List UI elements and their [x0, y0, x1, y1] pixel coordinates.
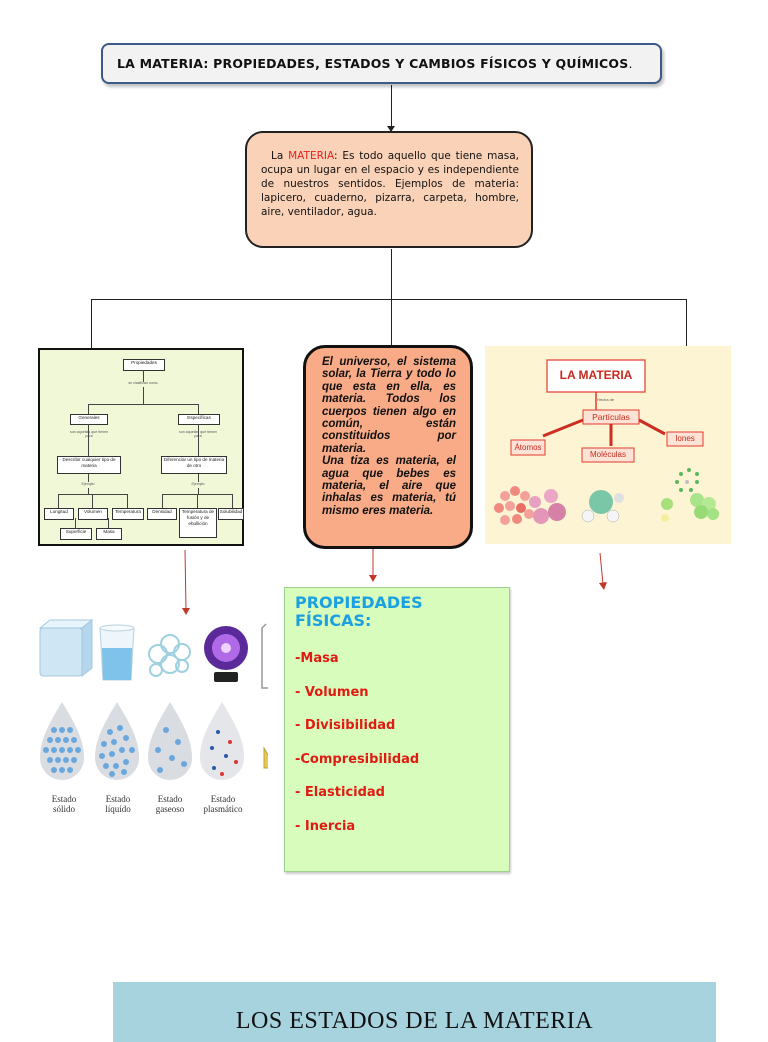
prop-general-sub: son aquellas que tienen para — [70, 430, 108, 438]
gas-drop-icon — [148, 702, 192, 780]
prop-specific-node: Específicas — [178, 414, 220, 425]
prop-example-right: Ejemplo — [191, 482, 205, 486]
flask-partial-icon — [261, 623, 277, 769]
prop-root-sub: se clasifican como — [128, 381, 158, 385]
properties-diagram: Propiedades se clasifican como Generales… — [38, 348, 244, 546]
prop-specific-item-0: Densidad — [147, 508, 177, 520]
main-title: LA MATERIA: PROPIEDADES, ESTADOS Y CAMBI… — [117, 56, 629, 71]
connector-left-drop — [91, 299, 92, 349]
materia-ions: Iones — [675, 434, 695, 443]
molecule-cluster — [581, 490, 624, 523]
prop-root-node: Propiedades — [123, 359, 165, 371]
physical-property-item: - Volumen — [295, 685, 369, 700]
states-of-matter-image: Estado sólido Estado líquido Estado gase… — [36, 618, 277, 830]
materia-particles: Partículas — [592, 412, 630, 422]
arrow-left-down — [181, 549, 191, 616]
state-label-solid: Estado sólido — [51, 794, 77, 814]
states-svg — [38, 618, 277, 780]
state-label-gas: Estado gaseoso — [155, 794, 185, 814]
physical-property-item: -Masa — [295, 651, 339, 666]
universe-box: El universo, el sistema solar, la Tierra… — [303, 345, 473, 549]
prop-specific-desc: Diferenciar un tipo de materia de otro — [161, 456, 227, 474]
prop-general-item-2: Temperatura — [112, 508, 144, 520]
physical-property-item: -Compresibilidad — [295, 752, 420, 767]
main-title-suffix: . — [628, 56, 633, 71]
water-glass-icon — [99, 624, 135, 681]
connector-def-branch — [391, 249, 392, 299]
materia-diagram-title: LA MATERIA — [559, 368, 633, 382]
prop-example-left: Ejemplo — [81, 482, 95, 486]
states-banner: LOS ESTADOS DE LA MATERIA — [113, 982, 716, 1042]
physical-property-item: - Divisibilidad — [295, 718, 396, 733]
states-banner-title: LOS ESTADOS DE LA MATERIA — [235, 1008, 594, 1034]
definition-box: La MATERIA: Es todo aquello que tiene ma… — [245, 131, 533, 248]
physical-property-item: - Elasticidad — [295, 785, 385, 800]
plasma-ball-icon — [204, 626, 248, 682]
physical-properties-title: PROPIEDADES FÍSICAS: — [295, 593, 423, 630]
state-label-liquid: Estado líquido — [105, 794, 131, 814]
connector-branch-horizontal — [91, 299, 687, 300]
connector-center-drop — [391, 299, 392, 345]
materia-atoms: Átomos — [514, 443, 542, 452]
materia-particles-diagram: LA MATERIA Hecha de Partículas Átomos Mo… — [485, 346, 731, 544]
definition-lead: La — [271, 150, 289, 162]
arrow-right-down — [597, 552, 609, 591]
atom-cluster — [494, 486, 566, 525]
steam-cloud-icon — [148, 634, 191, 677]
prop-general-item-0: Longitud — [44, 508, 74, 520]
arrow-center-down — [368, 549, 378, 583]
prop-specific-item-1: Temperatura de fusión y de ebullición — [179, 508, 217, 538]
definition-keyword: MATERIA — [288, 150, 334, 162]
solid-drop-icon — [40, 702, 84, 780]
ice-cube-icon — [38, 618, 94, 678]
connector-right-drop — [686, 299, 687, 347]
plasma-drop-icon — [200, 702, 244, 780]
prop-specific-item-2: Solubilidad — [218, 508, 244, 520]
universe-text: El universo, el sistema solar, la Tierra… — [322, 356, 456, 517]
prop-general-node: Generales — [70, 414, 108, 425]
state-label-plasma: Estado plasmático — [203, 794, 243, 814]
physical-properties-box: PROPIEDADES FÍSICAS: -Masa - Volumen - D… — [284, 587, 510, 872]
definition-text: : Es todo aquello que tiene masa, ocupa … — [261, 150, 519, 218]
physical-property-item: - Inercia — [295, 819, 356, 834]
materia-made-of: Hecha de — [597, 397, 615, 402]
main-title-box: LA MATERIA: PROPIEDADES, ESTADOS Y CAMBI… — [101, 43, 662, 84]
prop-general-item-3: Superficie — [60, 528, 92, 540]
ion-cluster — [661, 468, 719, 522]
liquid-drop-icon — [95, 702, 139, 780]
materia-molecules: Moléculas — [589, 450, 626, 459]
prop-general-desc: Describir cualquier tipo de materia — [57, 456, 121, 474]
connector-title-def — [391, 85, 392, 131]
prop-general-item-4: Masa — [96, 528, 122, 540]
prop-general-item-1: Volumen — [78, 508, 108, 520]
arrowhead-def — [387, 126, 395, 132]
materia-diagram-svg — [494, 359, 719, 525]
